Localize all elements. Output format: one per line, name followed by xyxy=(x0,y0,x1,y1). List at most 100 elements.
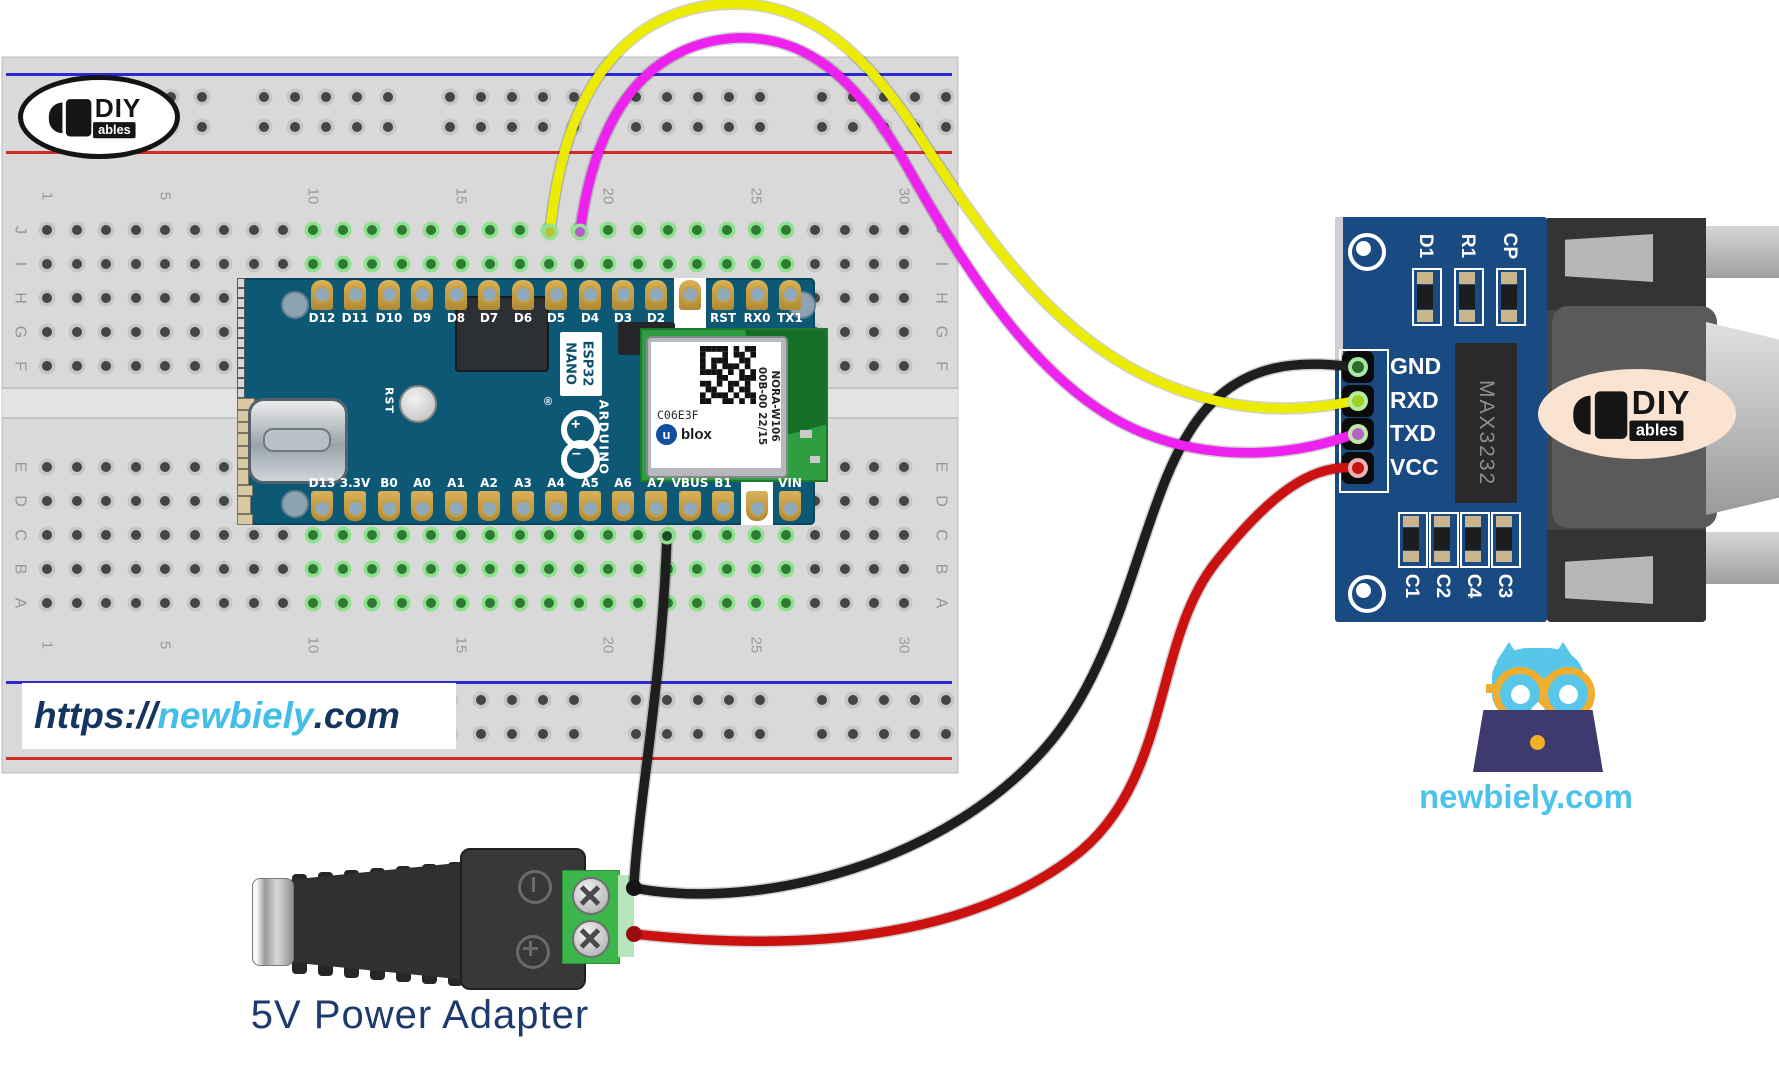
component-label-r1: R1 xyxy=(1457,233,1478,259)
laptop-logo-dot xyxy=(1530,735,1545,750)
smd-body xyxy=(1459,285,1475,309)
smd-pad xyxy=(1434,516,1450,527)
smd xyxy=(237,288,245,298)
smd-pad xyxy=(1417,272,1433,284)
pin-label-d7: D7 xyxy=(479,311,499,325)
smd xyxy=(237,358,245,368)
smd-pad xyxy=(1459,310,1475,322)
smd xyxy=(237,328,245,338)
url-brand: newbiely xyxy=(157,695,314,736)
pin-label-a0: A0 xyxy=(413,476,431,490)
url-suffix: .com xyxy=(313,695,400,736)
pin-hole xyxy=(548,500,565,517)
chip-pin xyxy=(1335,298,1343,307)
pin-hole xyxy=(615,500,632,517)
pin-hole xyxy=(515,500,532,517)
mount-hole xyxy=(281,291,309,319)
svg-text:D: D xyxy=(12,495,29,507)
pin-label-txd: TXD xyxy=(1390,420,1436,446)
smd xyxy=(237,469,249,485)
chip-pin xyxy=(1335,244,1343,253)
capacitor xyxy=(1460,512,1490,568)
smd-pad xyxy=(1459,272,1475,284)
chip-pin xyxy=(1335,226,1343,235)
pin-label-d13: D13 xyxy=(308,476,336,490)
capacitor xyxy=(1429,512,1459,568)
barrel-taper xyxy=(290,862,468,980)
pin-label-d6: D6 xyxy=(513,311,533,325)
pin-label-d9: D9 xyxy=(412,311,432,325)
pin-hole xyxy=(782,500,799,517)
pin-hole xyxy=(682,286,699,303)
pin-hole xyxy=(347,286,364,303)
pin-hole xyxy=(314,286,331,303)
smd-pad xyxy=(1496,516,1512,527)
capacitor xyxy=(1491,512,1521,568)
svg-text:20: 20 xyxy=(600,188,617,205)
chip-pin xyxy=(1335,262,1343,271)
smd-body xyxy=(1417,285,1433,309)
diyables-diy-text: DIY xyxy=(94,93,142,123)
url-banner: https://newbiely.com xyxy=(22,683,456,749)
max3232-chip-text: MAX3232 xyxy=(1475,380,1498,487)
mount-hole xyxy=(1356,583,1371,598)
pin-hole xyxy=(648,286,665,303)
pin-pad-txd xyxy=(1342,418,1374,450)
ublox-u-icon: u xyxy=(656,424,677,445)
svg-text:G: G xyxy=(12,326,29,338)
pin-label-a1: A1 xyxy=(447,476,465,490)
svg-text:15: 15 xyxy=(453,637,470,654)
esp32-text: ESP32 xyxy=(579,340,595,387)
arduino-nano-esp32-board: RST NANO ESP32 ® + – ARDUINO C06E3F u bl… xyxy=(237,278,828,525)
pin-hole xyxy=(715,500,732,517)
svg-text:E: E xyxy=(933,462,950,473)
pin-hole xyxy=(615,286,632,303)
db9-top-tab xyxy=(1565,234,1653,282)
smd xyxy=(237,348,245,358)
pin-hole xyxy=(347,500,364,517)
diyables-mark-icon xyxy=(1573,395,1591,435)
smd xyxy=(237,378,245,388)
usb-c-slot xyxy=(263,428,331,452)
reset-button xyxy=(399,385,437,423)
pin-hole xyxy=(782,286,799,303)
site-caption: newbiely.com xyxy=(1419,778,1633,815)
pin-hole xyxy=(749,500,766,517)
smd-pad xyxy=(1496,551,1512,562)
component-label-c1: C1 xyxy=(1401,573,1422,599)
smd xyxy=(237,318,245,328)
owl-eye xyxy=(1559,685,1578,704)
chip-pin xyxy=(1335,253,1343,262)
diyables-mark-icon xyxy=(65,99,92,137)
db9-screw-post xyxy=(1706,532,1779,584)
svg-text:25: 25 xyxy=(748,637,765,654)
diyables-ables-text: ables xyxy=(1629,420,1684,441)
smd-component xyxy=(1454,268,1484,326)
pin-hole xyxy=(682,500,699,517)
capacitor xyxy=(1398,512,1428,568)
terminal-screw xyxy=(572,920,610,958)
pin-hole xyxy=(715,286,732,303)
pin-hole xyxy=(414,286,431,303)
smd-body xyxy=(1496,528,1512,550)
url-prefix: https:// xyxy=(34,695,158,736)
qr-code xyxy=(700,346,756,404)
module-code: C06E3F xyxy=(657,408,699,422)
pin-label-a3: A3 xyxy=(514,476,532,490)
svg-text:J: J xyxy=(12,226,29,234)
chip-pin xyxy=(1335,289,1343,298)
chip-pin xyxy=(1335,280,1343,289)
pin-label-d8: D8 xyxy=(446,311,466,325)
svg-text:30: 30 xyxy=(896,188,913,205)
component-label-cp: CP xyxy=(1499,232,1520,260)
svg-text:B: B xyxy=(933,564,950,575)
pin-hole xyxy=(381,500,398,517)
power-adapter xyxy=(240,845,650,995)
smd xyxy=(237,496,251,514)
ublox-text: blox xyxy=(681,426,712,443)
svg-text:G: G xyxy=(933,326,950,338)
pin-label-vcc: VCC xyxy=(1390,454,1439,480)
svg-text:H: H xyxy=(12,292,29,304)
smd xyxy=(800,430,812,438)
